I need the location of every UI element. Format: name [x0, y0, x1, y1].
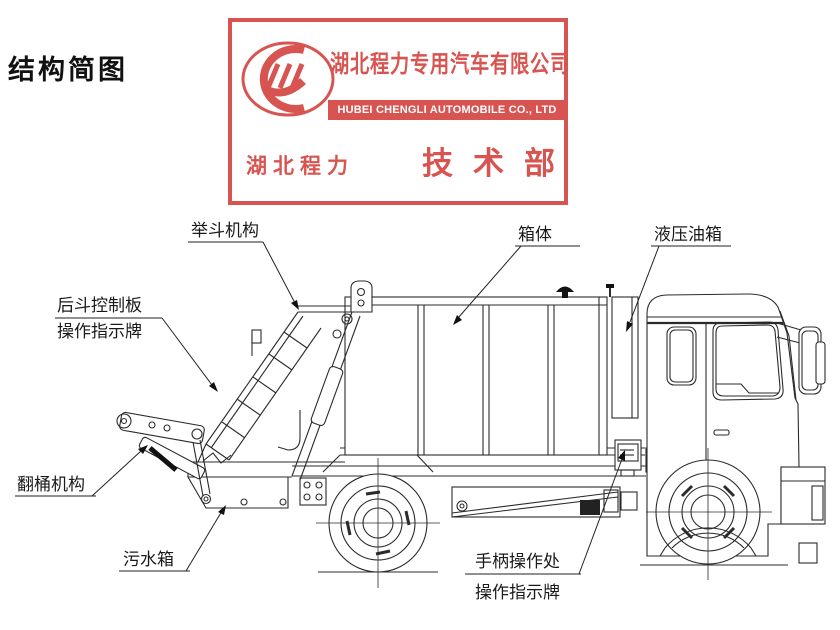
callout-hydraulic-tank: 液压油箱	[626, 225, 731, 332]
callout-handle-sign: 手柄操作处 操作指示牌	[465, 450, 625, 602]
callout-rear-panel-sign: 后斗控制板 操作指示牌	[55, 296, 218, 392]
company-stamp: 湖北程力专用汽车有限公司 HUBEI CHENGLI AUTOMOBILE CO…	[228, 18, 570, 205]
lifting-mechanism	[197, 280, 373, 481]
cab-door-window	[712, 321, 784, 401]
bucket-tipping-mechanism	[116, 411, 232, 505]
arrowhead	[209, 382, 218, 392]
stamp-company-name-cn: 湖北程力专用汽车有限公司	[330, 51, 570, 78]
callout-bucket-tipper: 翻桶机构	[15, 445, 148, 497]
label-rear-panel-line1: 后斗控制板	[57, 296, 142, 315]
label-rear-panel-line2: 操作指示牌	[57, 322, 142, 341]
label-sewage-tank: 污水箱	[123, 550, 174, 569]
stamp-dept-prefix: 湖北程力	[246, 155, 354, 178]
page-title: 结构简图	[8, 55, 128, 85]
callout-box-body: 箱体	[453, 225, 580, 325]
cab-rear-window	[666, 326, 697, 386]
box-body	[344, 284, 614, 456]
roof-vent	[556, 286, 574, 292]
rear-wheel	[316, 454, 440, 588]
front-bumper	[780, 466, 826, 525]
sewage-tank	[187, 461, 345, 509]
label-hydraulic-tank: 液压油箱	[654, 225, 722, 244]
door-handle	[713, 429, 730, 436]
callout-sewage-tank: 污水箱	[119, 505, 226, 572]
arrowhead	[453, 315, 462, 325]
stamp-dept-name: 技术部	[422, 146, 575, 181]
arrowhead	[618, 450, 625, 461]
label-box-body: 箱体	[518, 225, 552, 244]
label-handle-line2: 操作指示牌	[475, 583, 560, 602]
arrowhead	[218, 505, 226, 515]
label-bucket-tipper: 翻桶机构	[17, 475, 85, 494]
front-wheel	[640, 448, 788, 580]
arrowhead	[138, 445, 148, 454]
wheel-arch	[664, 527, 752, 549]
hydraulic-oil-tank	[611, 296, 639, 419]
label-handle-line1: 手柄操作处	[475, 552, 560, 571]
stamp-company-name-en: HUBEI CHENGLI AUTOMOBILE CO., LTD	[328, 100, 566, 120]
label-lift-mechanism: 举斗机构	[191, 221, 259, 240]
arrowhead	[291, 300, 299, 310]
chengli-logo-icon	[241, 41, 335, 117]
arrowhead	[626, 321, 633, 332]
callout-lift-mechanism: 举斗机构	[188, 221, 299, 310]
